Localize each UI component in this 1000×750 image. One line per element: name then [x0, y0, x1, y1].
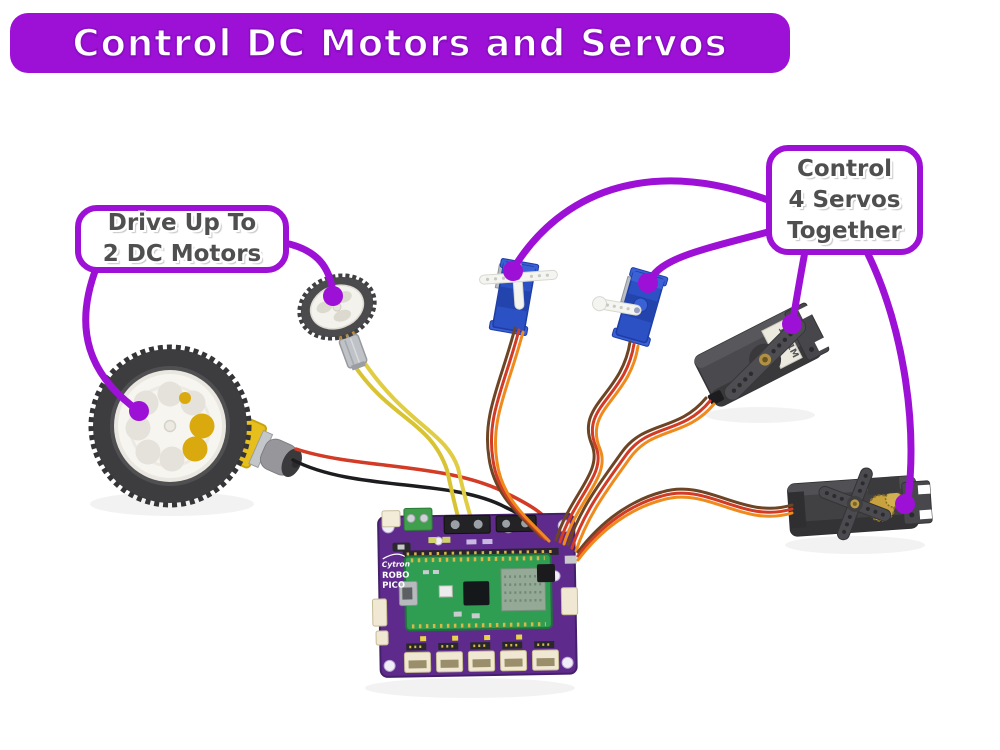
rp2040-chip: [463, 581, 490, 606]
page-title: Control DC Motors and Servos: [72, 21, 728, 66]
standard-servo-1: 1501M: [694, 302, 830, 407]
callout-line-servo1: [511, 177, 772, 270]
wifi-shield: [500, 567, 547, 612]
soft-shadows: [90, 407, 925, 698]
callout-servos-line2: 4 Servos: [788, 186, 901, 213]
servo4-ribbon: [576, 487, 794, 562]
grove-connectors: [403, 640, 560, 674]
status-leds: [420, 634, 523, 642]
right-edge-connector: [560, 587, 579, 616]
callout-dc-line1: Drive Up To: [107, 210, 257, 236]
callout-dc-line2: 2 DC Motors: [102, 241, 262, 267]
standard-servo-2: [787, 467, 933, 541]
callout-dc-motors: Drive Up To 2 DC Motors: [75, 205, 289, 273]
board-brand: Cytron: [382, 559, 410, 568]
servo1-ribbon: [485, 326, 551, 543]
callout-line-servo2: [646, 228, 772, 284]
callout-servos: Control 4 Servos Together: [766, 145, 923, 255]
motor-terminals: [443, 514, 537, 535]
bootsel-button: [438, 585, 453, 598]
servo-horn-single: [592, 296, 642, 316]
n20-motor-wheel: [297, 273, 377, 371]
servo-ribbon-wires: [485, 326, 794, 562]
servo-horn-star: [818, 467, 892, 541]
board-jst-connector: [381, 510, 401, 528]
left-edge-connector: [371, 598, 388, 627]
hub-holes: [125, 381, 215, 472]
title-banner: Control DC Motors and Servos: [10, 13, 790, 73]
servo2-ribbon: [554, 340, 640, 546]
callout-line-big-wheel: [82, 262, 140, 413]
large-dc-motor-wheel: [88, 344, 556, 540]
buzzer: [536, 563, 556, 583]
callout-servos-line1: Control: [796, 155, 893, 182]
small-dc-motor-wheel: [297, 273, 481, 547]
callout-dots: [129, 261, 915, 514]
callout-servos-line3: Together: [787, 217, 902, 244]
power-terminal-green: [403, 507, 433, 532]
servo-horn-bar: [724, 318, 807, 401]
board-name-2: PICO: [382, 581, 405, 591]
board-silkscreen: Cytron ROBO PICO: [382, 553, 410, 591]
robo-pico-board: Cytron ROBO PICO: [371, 507, 579, 678]
pico-w-module: [398, 553, 553, 632]
board-name-1: ROBO: [382, 570, 410, 580]
servo3-ribbon: [566, 396, 716, 553]
side-switch: [564, 555, 577, 564]
callout-line-servo4: [860, 242, 915, 504]
